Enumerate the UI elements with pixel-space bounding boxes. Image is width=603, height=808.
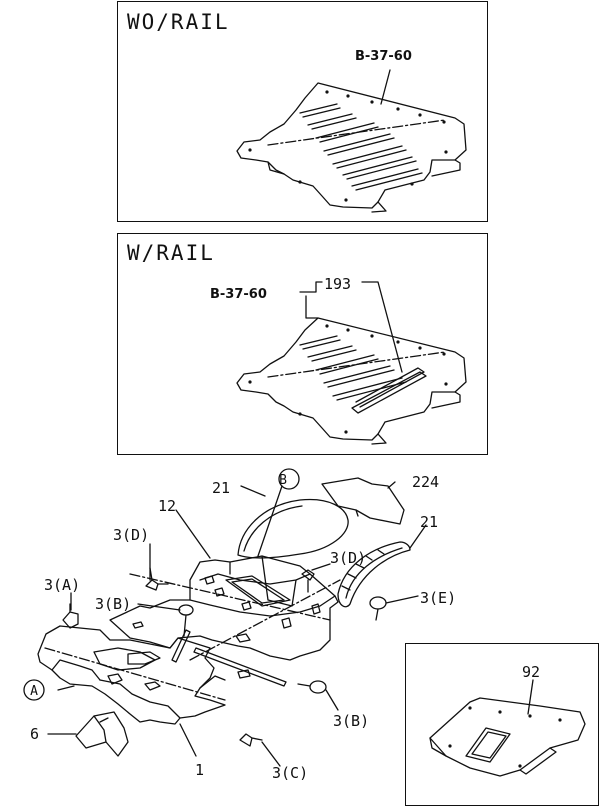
part-3b-right-label: 3(B): [333, 712, 369, 730]
part-3b-left-label: 3(B): [95, 595, 131, 613]
part-3a-label: 3(A): [44, 576, 80, 594]
detail-panel: [405, 643, 599, 806]
clip-3b-right: [297, 680, 327, 694]
part-3d-right-label: 3(D): [330, 549, 366, 567]
wheel-house-cover-top: [237, 498, 349, 559]
clip-3e: [369, 596, 387, 621]
part-6-label: 6: [30, 725, 39, 743]
fastener-holes: [248, 90, 562, 768]
part-92-label: 92: [522, 663, 540, 681]
part-12-label: 12: [158, 497, 176, 515]
part-21-top-label: 21: [212, 479, 230, 497]
part-3e-label: 3(E): [420, 589, 456, 607]
part-193-label: 193: [324, 275, 351, 293]
wheel-house-liner-right: [337, 541, 411, 608]
circle-b-label: B: [279, 473, 287, 488]
w-rail-title: W/RAIL: [127, 241, 215, 265]
part-224-label: 224: [412, 473, 439, 491]
w-rail-floor-mat: [236, 281, 467, 445]
part-3c-label: 3(C): [272, 764, 308, 782]
part-21-right-label: 21: [420, 513, 438, 531]
circle-a-marker: [23, 679, 45, 701]
trim-part-6: [75, 711, 129, 757]
wo-rail-floor-mat: [236, 69, 467, 213]
clip-3d-right: [301, 569, 315, 593]
wo-rail-panel: WO/RAIL: [117, 1, 488, 222]
wo-rail-ref-label: B-37-60: [355, 49, 412, 64]
insulator-224: [321, 477, 405, 525]
part-1-label: 1: [195, 761, 204, 779]
circle-a-label: A: [30, 684, 38, 699]
detail-mat-92: [429, 697, 586, 777]
wo-rail-title: WO/RAIL: [127, 10, 230, 34]
clip-3a: [62, 603, 79, 629]
circle-b-marker: [278, 468, 300, 490]
main-floor-panel: [37, 625, 226, 725]
leader-lines: [47, 481, 534, 767]
rear-floor-panel: [109, 555, 341, 679]
clip-3c: [239, 733, 263, 747]
w-rail-ref-label: B-37-60: [210, 287, 267, 302]
retainer-rods: [171, 629, 287, 687]
part-3d-left-label: 3(D): [113, 526, 149, 544]
